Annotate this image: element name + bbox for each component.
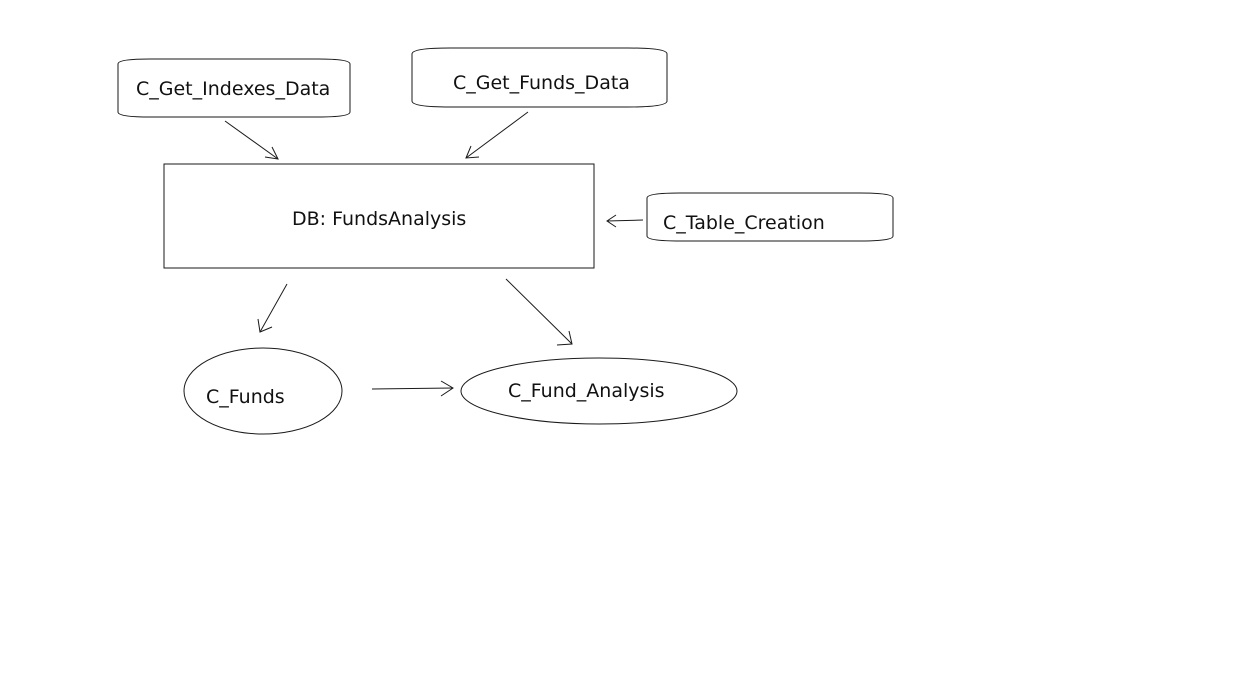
edge-funds-to-fund-analysis (371, 380, 454, 397)
node-get-indexes-data-label: C_Get_Indexes_Data (136, 78, 330, 100)
node-table-creation-label: C_Table_Creation (663, 212, 825, 234)
node-get-indexes-data: C_Get_Indexes_Data (117, 58, 351, 118)
node-table-creation: C_Table_Creation (646, 192, 894, 242)
edge-funds-to-fund-analysis-arrowhead (440, 380, 454, 397)
node-funds: C_Funds (183, 347, 343, 435)
edge-funds-to-fund-analysis-line (371, 387, 454, 390)
node-fund-analysis-shape (460, 357, 738, 425)
edge-table-creation-to-db-line (606, 219, 644, 222)
edge-get-funds-to-db-arrowhead (465, 145, 480, 159)
node-fund-analysis: C_Fund_Analysis (460, 357, 738, 425)
edge-table-creation-to-db-arrowhead (606, 214, 617, 228)
node-table-creation-shape (646, 192, 894, 242)
node-get-indexes-data-shape (117, 58, 351, 118)
node-db-funds-analysis-label: DB: FundsAnalysis (292, 208, 466, 230)
node-db-funds-analysis-shape (163, 163, 595, 269)
node-fund-analysis-label: C_Fund_Analysis (508, 380, 665, 402)
edge-get-indexes-to-db-arrowhead (264, 146, 279, 160)
edge-db-to-fund-analysis (505, 278, 573, 346)
edge-db-to-fund-analysis-arrowhead (556, 330, 573, 346)
node-funds-label: C_Funds (206, 386, 285, 408)
node-funds-shape (183, 347, 343, 435)
edge-get-indexes-to-db-line (224, 120, 279, 160)
edge-db-to-funds (257, 283, 288, 333)
edge-get-indexes-to-db (224, 120, 279, 160)
node-get-funds-data-label: C_Get_Funds_Data (453, 72, 630, 94)
edge-db-to-fund-analysis-line (505, 278, 573, 345)
edge-table-creation-to-db (606, 214, 644, 228)
node-get-funds-data: C_Get_Funds_Data (411, 47, 668, 108)
edge-get-funds-to-db (465, 111, 529, 159)
edge-get-funds-to-db-line (465, 111, 529, 159)
node-db-funds-analysis: DB: FundsAnalysis (163, 163, 595, 269)
edge-db-to-funds-line (259, 283, 288, 333)
node-get-funds-data-shape (411, 47, 668, 108)
edge-db-to-funds-arrowhead (257, 318, 273, 333)
